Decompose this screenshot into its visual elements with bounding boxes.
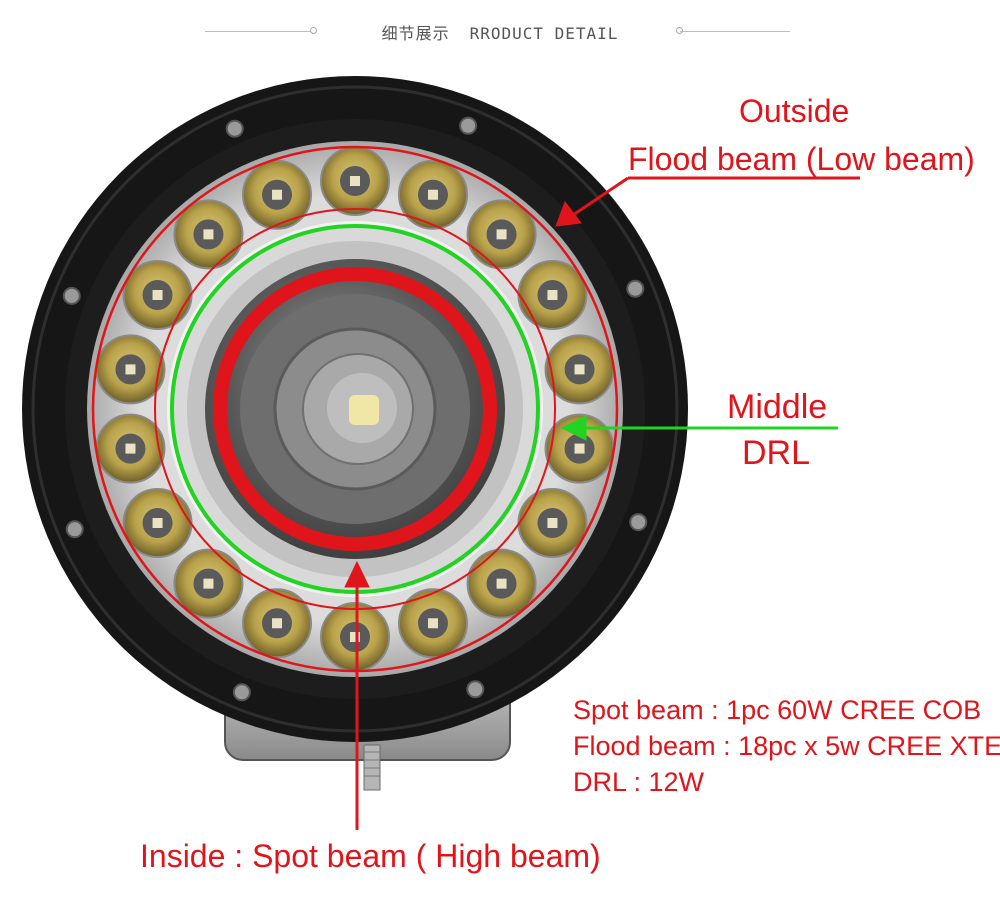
bezel-screw [65, 520, 84, 539]
flood-led [466, 199, 537, 270]
middle-label: Middle [727, 388, 828, 426]
header-divider-right [680, 31, 790, 32]
flood-led [122, 260, 193, 330]
flood-led [397, 588, 468, 659]
flood-led [544, 413, 615, 484]
flood-led [242, 588, 313, 659]
outside-label: Outside [739, 93, 850, 129]
section-title: 细节展示 RRODUCT DETAIL [0, 20, 1000, 44]
inside-label: Inside : Spot beam ( High beam) [140, 838, 601, 874]
bezel-screw [626, 279, 645, 298]
flood-led [517, 260, 588, 330]
flood-led [466, 548, 537, 619]
bezel-screw [62, 286, 81, 305]
flood-beam-label: Flood beam (Low beam) [628, 141, 975, 177]
inner-spot-outline [213, 267, 497, 551]
flood-led [242, 159, 313, 230]
spec-line: Spot beam : 1pc 60W CREE COB [573, 695, 982, 725]
section-title-en: RRODUCT DETAIL [469, 24, 619, 43]
middle-arrow [560, 415, 838, 441]
section-title-cn: 细节展示 [381, 24, 450, 43]
flood-led [173, 548, 244, 619]
flood-led [397, 159, 468, 230]
outer-flood-outline [91, 145, 619, 673]
flood-led [517, 488, 588, 558]
middle-drl-outline [170, 224, 540, 594]
bezel-screw [466, 680, 485, 699]
flood-led [320, 602, 390, 672]
drl-label: DRL [742, 434, 811, 472]
bezel-screws [62, 116, 648, 702]
spec-line: DRL : 12W [573, 767, 705, 797]
flood-led [320, 146, 390, 216]
outside-arrow [555, 176, 860, 227]
flood-led [173, 199, 244, 270]
spec-line: Flood beam : 18pc x 5w CREE XTE [573, 731, 1000, 761]
inside-arrow [344, 560, 370, 830]
middle-drl-outline-outer [154, 208, 556, 610]
header-ornament-left [310, 27, 317, 34]
flood-led [122, 488, 193, 558]
cob-chip [349, 395, 379, 425]
section-header: 细节展示 RRODUCT DETAIL [0, 18, 1000, 48]
bezel-screw [232, 683, 251, 702]
header-divider-left [205, 31, 313, 32]
header-ornament-right [676, 27, 683, 34]
flood-led [544, 334, 615, 405]
flood-led [95, 334, 166, 405]
bezel-screw [629, 513, 648, 532]
bezel-screw [225, 119, 244, 138]
flood-led [95, 413, 166, 484]
bezel-screw [459, 116, 478, 135]
